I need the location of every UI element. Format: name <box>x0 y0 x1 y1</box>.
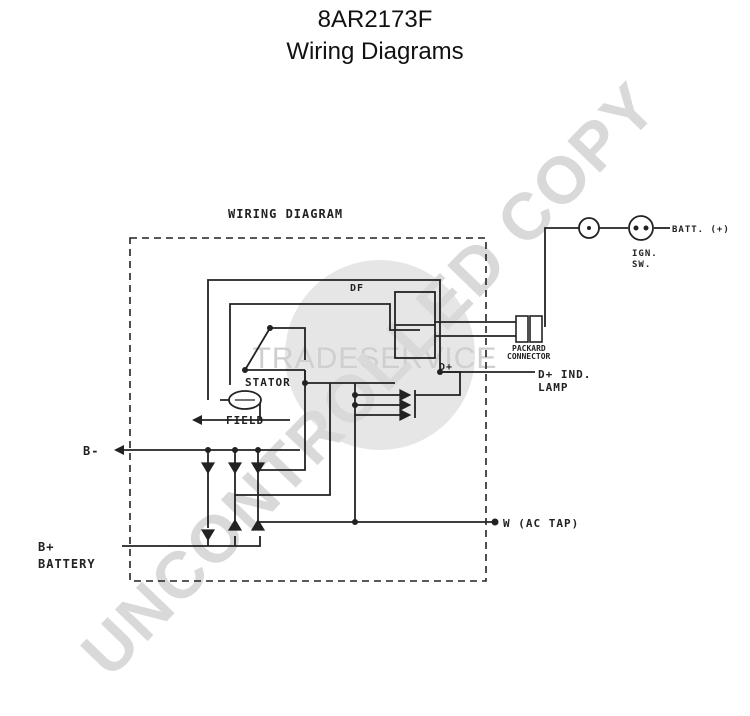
watermark-circle <box>285 260 475 450</box>
trio-diode-2 <box>399 399 412 411</box>
battery-label: BATTERY <box>38 557 96 571</box>
trio-diode-1 <box>399 389 412 401</box>
diode-symbol-1 <box>200 462 216 475</box>
title-block: 8AR2173F Wiring Diagrams <box>0 4 750 68</box>
stator-winding-a <box>270 327 306 360</box>
packard-connector <box>515 315 543 343</box>
junction-dot <box>352 519 358 525</box>
packard-pin-2 <box>529 315 543 343</box>
b-plus-wire <box>122 536 261 547</box>
junction-dot <box>302 380 308 386</box>
junction-dot <box>267 325 273 331</box>
junction-dot <box>242 367 248 373</box>
diode-symbol-6 <box>250 518 266 531</box>
junction-dot <box>205 447 211 453</box>
lamp-label: LAMP <box>538 381 569 394</box>
circuit-lines <box>122 227 670 547</box>
ignition-switch-symbol <box>628 215 654 241</box>
switch-contact-a <box>633 225 639 231</box>
junction-dot <box>352 392 358 398</box>
junction-dot <box>232 447 238 453</box>
battery-sense-wire <box>544 227 580 327</box>
b-plus-label: B+ <box>38 540 54 554</box>
df-loop-wire <box>207 279 441 400</box>
junction-dot <box>352 402 358 408</box>
stator-label: STATOR <box>245 376 291 389</box>
d-plus-ind-label: D+ IND. <box>538 368 591 381</box>
stator-loop-wire <box>229 303 420 385</box>
field-arrow <box>192 415 202 425</box>
sw-label: SW. <box>632 260 651 270</box>
packard-label: PACKARD <box>512 344 546 353</box>
ign-label: IGN. <box>632 249 658 259</box>
b-minus-arrow <box>114 445 124 455</box>
batt-plus-label: BATT. (+) <box>672 225 730 235</box>
part-number: 8AR2173F <box>317 6 433 33</box>
df-label: DF <box>350 283 364 294</box>
diode-symbol-3 <box>250 462 266 475</box>
phase-bus-2 <box>234 383 331 496</box>
junction-dots <box>205 325 499 526</box>
packard-pin-1 <box>515 315 529 343</box>
page-subtitle: Wiring Diagrams <box>286 38 464 65</box>
lamp-center <box>587 226 591 230</box>
d-plus-label: D+ <box>439 362 453 373</box>
diode-symbol-2 <box>227 462 243 475</box>
b-minus-label: B- <box>83 444 99 458</box>
phase-bus-1 <box>258 370 306 471</box>
junction-dot <box>437 369 443 375</box>
alternator-enclosure <box>129 237 487 582</box>
switch-contact-b <box>643 225 649 231</box>
junction-dot <box>255 447 261 453</box>
diagram-heading: WIRING DIAGRAM <box>228 207 343 221</box>
trio-diode-3 <box>399 409 412 421</box>
diode-symbol-4 <box>200 529 216 542</box>
diodes <box>200 389 412 542</box>
connector-label: CONNECTOR <box>507 352 551 361</box>
external-components <box>578 215 654 241</box>
ac-tap-terminal <box>491 518 499 526</box>
ac-tap-label: W (AC TAP) <box>503 517 579 530</box>
field-label: FIELD <box>226 414 264 427</box>
diode-symbol-5 <box>227 518 243 531</box>
